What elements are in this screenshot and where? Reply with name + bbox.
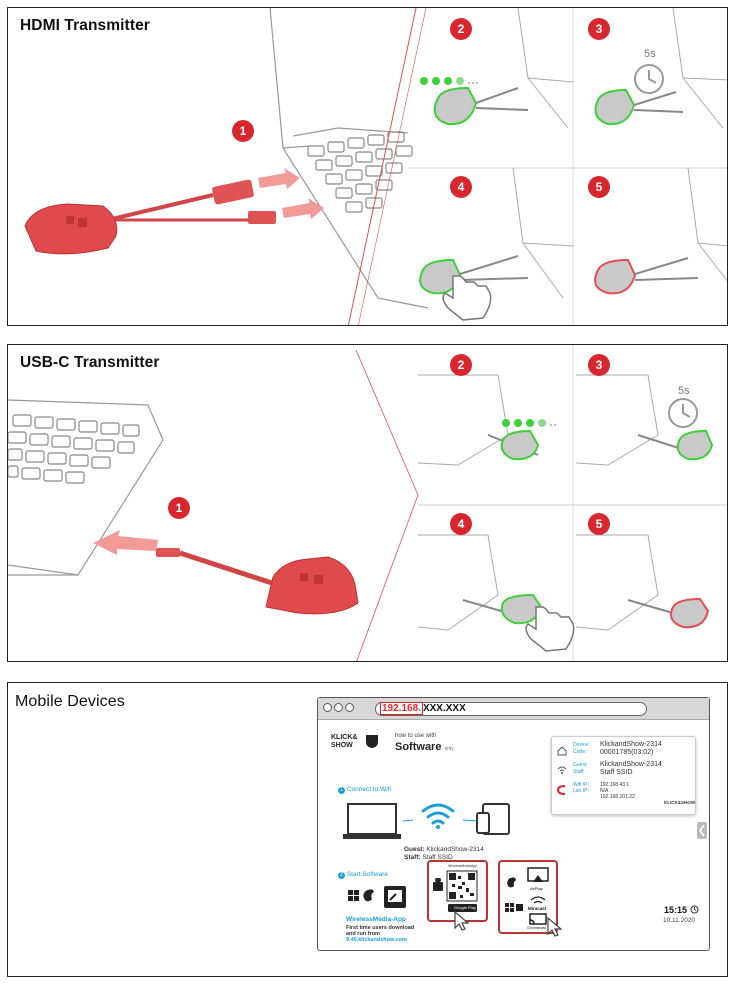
window-close-dot[interactable]: [323, 703, 332, 712]
usbc-divider: [355, 349, 419, 661]
url-rest: XXX.XXX: [422, 703, 466, 714]
window-minimize-dot[interactable]: [334, 703, 343, 712]
usbc-step1-badge: 1: [168, 497, 190, 519]
chromecast-icon: [529, 913, 547, 925]
hdmi-laptop-main: [269, 8, 429, 309]
os-icons: [348, 886, 406, 908]
hdmi-step3-scene: [594, 8, 727, 129]
hdmi-step5-scene: [594, 167, 727, 295]
wifi-icon: [421, 803, 455, 829]
software-heading: Software only: [395, 741, 454, 753]
hdmi-divider: [347, 8, 417, 325]
wifi-icon: [557, 766, 567, 774]
usbc-step3-scene: [575, 374, 714, 466]
mobile-panel: Mobile Devices 192.168.XXX.XXX KLICK& SH…: [7, 682, 728, 977]
apple-icon: [507, 877, 516, 888]
window-maximize-dot[interactable]: [345, 703, 354, 712]
laptop-icon: [343, 803, 401, 839]
hdmi-title: HDMI Transmitter: [20, 17, 150, 34]
usbc-arrow: [93, 530, 158, 555]
step2-heading: 2 Start Software: [338, 871, 388, 879]
wma-link[interactable]: 9.40.klickandshow.com: [346, 937, 407, 943]
usbc-step4-badge: 4: [450, 513, 472, 535]
protocols-illustration: [505, 867, 549, 925]
clock-icon: [690, 905, 699, 914]
brand-logo: KLICK& SHOW: [331, 734, 358, 749]
usbc-step4-scene: [417, 534, 575, 652]
hdmi-step3-badge: 3: [588, 18, 610, 40]
hdmi-step2-dots: [420, 77, 478, 85]
usbc-title: USB-C Transmitter: [20, 354, 160, 371]
android-icon: [433, 878, 443, 891]
device-info-card: Device: Code: KlickandShow-2314 00001785…: [551, 736, 696, 815]
clock-time: 15:15: [664, 905, 699, 915]
usbc-step2-scene: [417, 374, 540, 466]
side-panel-handle[interactable]: [697, 822, 707, 839]
hdmi-step5-badge: 5: [588, 176, 610, 198]
howto-text: how to use with: [395, 733, 437, 739]
hdmi-step2-badge: 2: [450, 18, 472, 40]
windows-icon: [505, 903, 514, 912]
android-icon: [516, 904, 523, 911]
brand-shield-icon: [366, 735, 378, 748]
hdmi-device: [24, 203, 118, 255]
mobile-title: Mobile Devices: [15, 693, 125, 710]
cursor-icon: [454, 910, 470, 931]
apple-icon: [363, 889, 374, 902]
step1-illustration: [343, 803, 510, 839]
windows-icon: [348, 890, 359, 901]
usbc-step5-badge: 5: [588, 513, 610, 535]
url-highlight: 192.168.: [380, 702, 423, 715]
usbc-panel: USB-C Transmitter 1 2 3 4 5 5s: [7, 344, 728, 662]
hdmi-step2-scene: [433, 8, 574, 129]
chevron-left-icon: [699, 824, 705, 837]
hdmi-wait-label: 5s: [644, 48, 656, 60]
step1-staff: Staff: Staff SSID: [404, 854, 453, 861]
network-icon: [557, 785, 566, 795]
cursor-icon: [547, 916, 563, 937]
usbc-step5-scene: [575, 534, 710, 631]
phone-tablet-icon: [476, 803, 510, 835]
hdmi-panel: HDMI Transmitter 1 2 3 4 5 5s: [7, 7, 728, 326]
address-bar[interactable]: 192.168.XXX.XXX: [375, 702, 647, 716]
hdmi-arrow-bottom: [282, 198, 324, 219]
step1-guest: Guest: KlickandShow-2314: [404, 846, 484, 853]
usbc-illustration: [8, 345, 727, 661]
usbc-step2-dots: [502, 419, 556, 427]
hdmi-arrow-top: [258, 168, 300, 189]
wma-line1: First time users download: [346, 925, 415, 931]
home-icon: [557, 746, 567, 756]
hdmi-illustration: [24, 8, 727, 325]
usbc-step3-badge: 3: [588, 354, 610, 376]
usbc-device: [265, 556, 359, 615]
qr-illustration: [433, 870, 478, 912]
clock-date: 10.11.2020: [663, 917, 696, 924]
wma-title: WirelessMedia-App: [346, 916, 406, 923]
card-logo: KLICK&SHOW: [664, 800, 695, 805]
usbc-laptop-main: [8, 399, 164, 576]
google-play-badge: [448, 904, 477, 912]
hdmi-step4-badge: 4: [450, 176, 472, 198]
browser-toolbar: 192.168.XXX.XXX: [318, 698, 709, 720]
step1-heading: 1 Connect to Wifi: [338, 786, 391, 794]
hdmi-step1-badge: 1: [232, 120, 254, 142]
hdmi-step4-scene: [419, 167, 574, 321]
browser-window: 192.168.XXX.XXX KLICK& SHOW how to use w…: [317, 697, 710, 951]
wma-line2: and run from: [346, 931, 380, 937]
usbc-wait-label: 5s: [678, 385, 690, 397]
airplay-icon: [527, 867, 549, 882]
qr-code-icon: [446, 870, 478, 902]
native-protocols-box[interactable]: AirPlay Miracast Chromecast: [498, 860, 558, 934]
usbc-step2-badge: 2: [450, 354, 472, 376]
miracast-icon: [530, 896, 546, 904]
screen-share-icon: [384, 886, 406, 908]
